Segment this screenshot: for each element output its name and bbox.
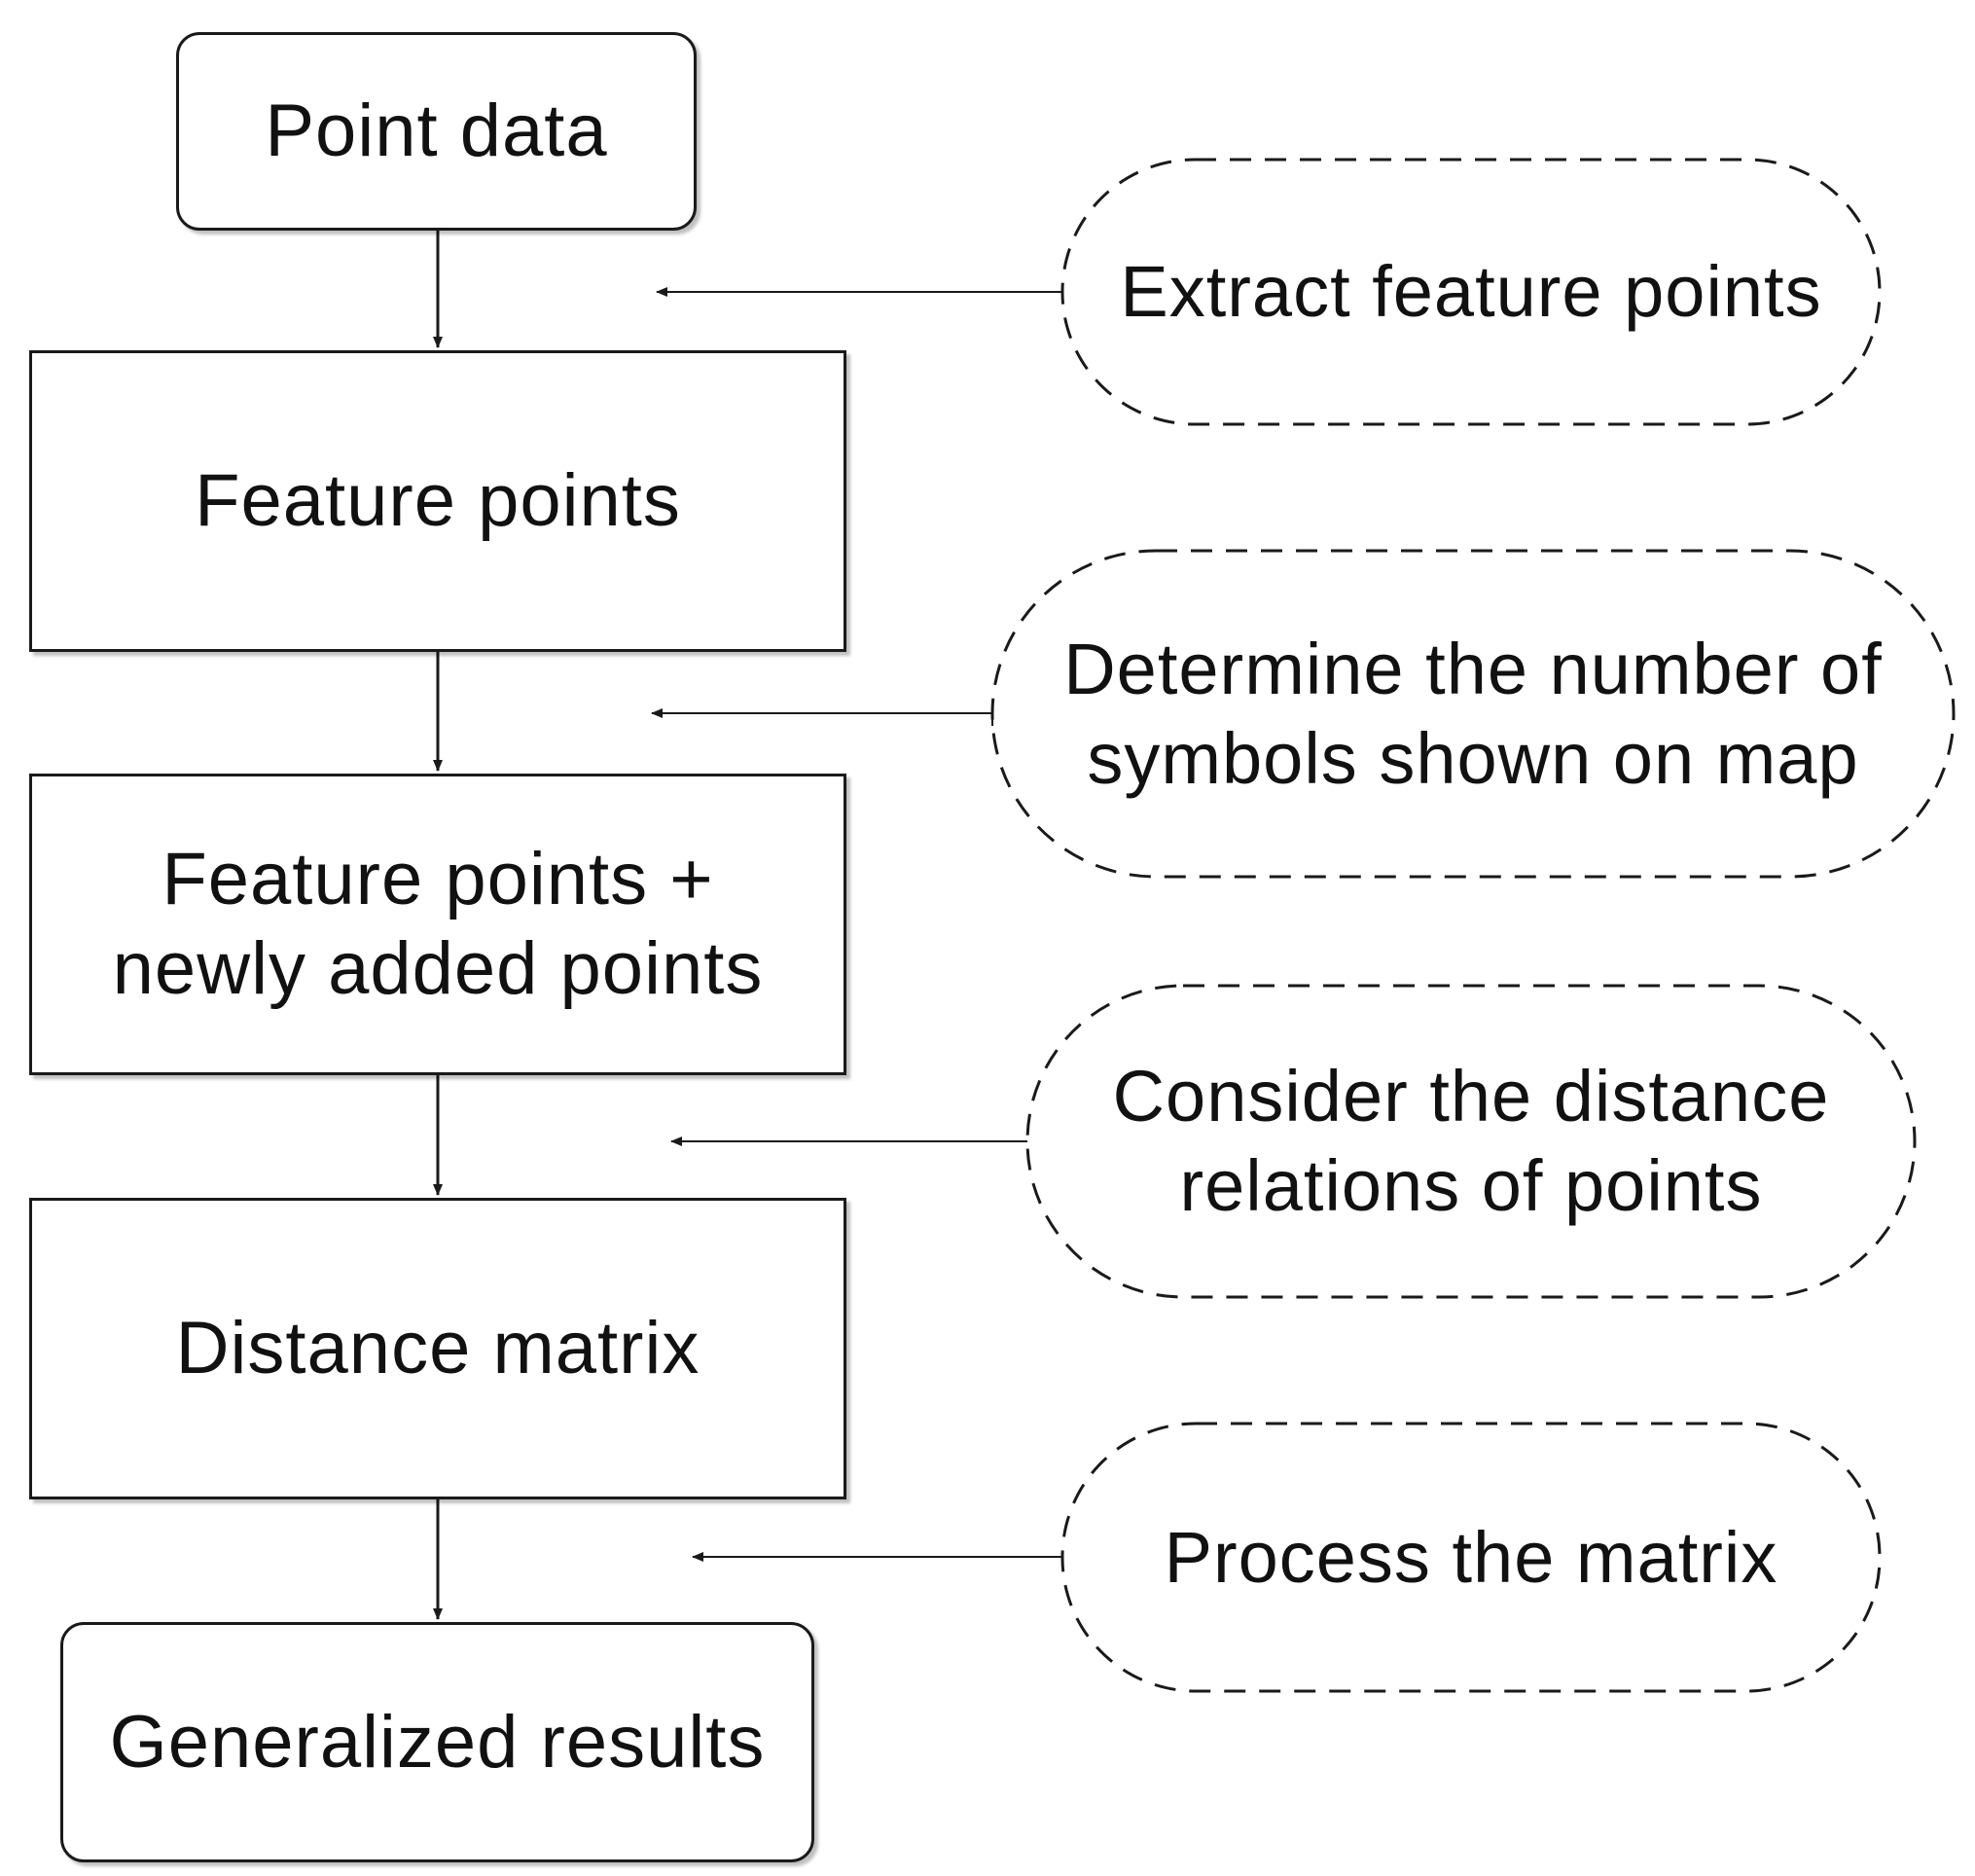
feature-points-label: Feature points bbox=[195, 459, 681, 542]
extract-operation-label: Extract feature points bbox=[1120, 251, 1822, 332]
extract-operation: Extract feature points bbox=[1062, 160, 1880, 424]
process-operation-label: Process the matrix bbox=[1164, 1516, 1778, 1598]
feature-points-new-label-line-1: Feature points + bbox=[162, 838, 714, 920]
point-data-node: Point data bbox=[176, 32, 697, 231]
consider-operation-label-line-1: Consider the distance bbox=[1112, 1056, 1830, 1136]
determine-operation-label-line-2: symbols shown on map bbox=[1087, 717, 1859, 799]
feature-points-new-label-line-2: newly added points bbox=[112, 927, 764, 1010]
distance-matrix-node: Distance matrix bbox=[29, 1198, 846, 1499]
process-operation: Process the matrix bbox=[1062, 1424, 1880, 1691]
point-data-label: Point data bbox=[265, 90, 608, 172]
consider-operation: Consider the distance relations of point… bbox=[1027, 986, 1915, 1297]
consider-operation-label-line-2: relations of points bbox=[1179, 1145, 1763, 1226]
generalized-results-node: Generalized results bbox=[60, 1622, 814, 1862]
feature-points-node: Feature points bbox=[29, 350, 846, 652]
determine-operation-label-line-1: Determine the number of bbox=[1063, 628, 1883, 709]
consider-outline bbox=[1025, 984, 1917, 1299]
determine-operation: Determine the number of symbols shown on… bbox=[992, 551, 1954, 877]
feature-points-new-node: Feature points + newly added points bbox=[29, 774, 846, 1075]
generalized-results-label: Generalized results bbox=[109, 1700, 766, 1784]
distance-matrix-label: Distance matrix bbox=[175, 1307, 700, 1389]
